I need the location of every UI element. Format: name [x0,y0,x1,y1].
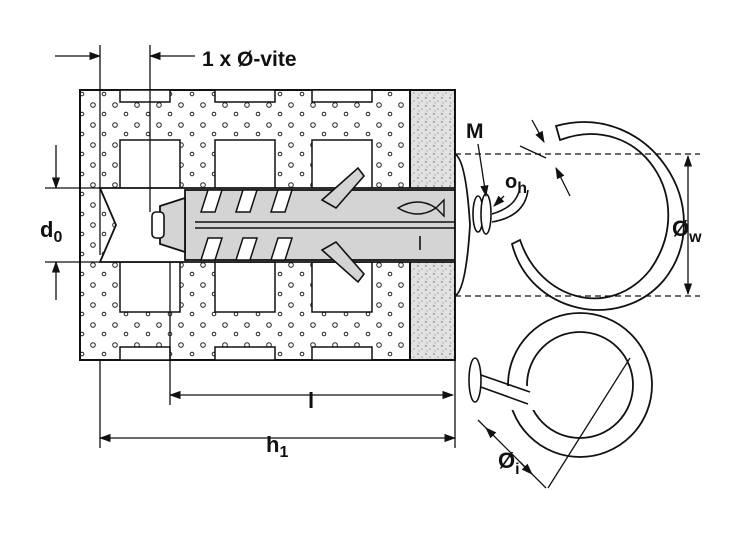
h1-main: h [266,432,279,457]
ow-label: Øw [672,216,702,246]
oi-sub: i [515,461,519,478]
dimension-lines [45,45,700,489]
oi-main: Ø [498,448,515,473]
closed-hook [472,121,685,311]
plug-collar [454,152,471,298]
m-label: M [466,120,484,143]
expansion-wings [320,166,366,284]
d0-main: d [40,217,53,242]
ow-main: Ø [672,216,689,241]
oh-label: oh [505,171,527,197]
l-label: l [308,388,314,413]
oh-sub: h [517,180,527,197]
open-hook [468,312,653,458]
h1-label: h1 [266,432,288,461]
oh-main: o [505,171,517,193]
plug-ribs [199,189,294,261]
d0-sub: 0 [53,229,62,246]
wall-plug [151,152,471,298]
oi-label: Øi [498,448,520,478]
ow-sub: w [688,229,702,246]
d0-label: d0 [40,217,62,246]
screw-spacing-label: 1 x Ø-vite [202,48,297,71]
brand-fish-logo [396,198,445,218]
h1-sub: 1 [279,444,288,461]
